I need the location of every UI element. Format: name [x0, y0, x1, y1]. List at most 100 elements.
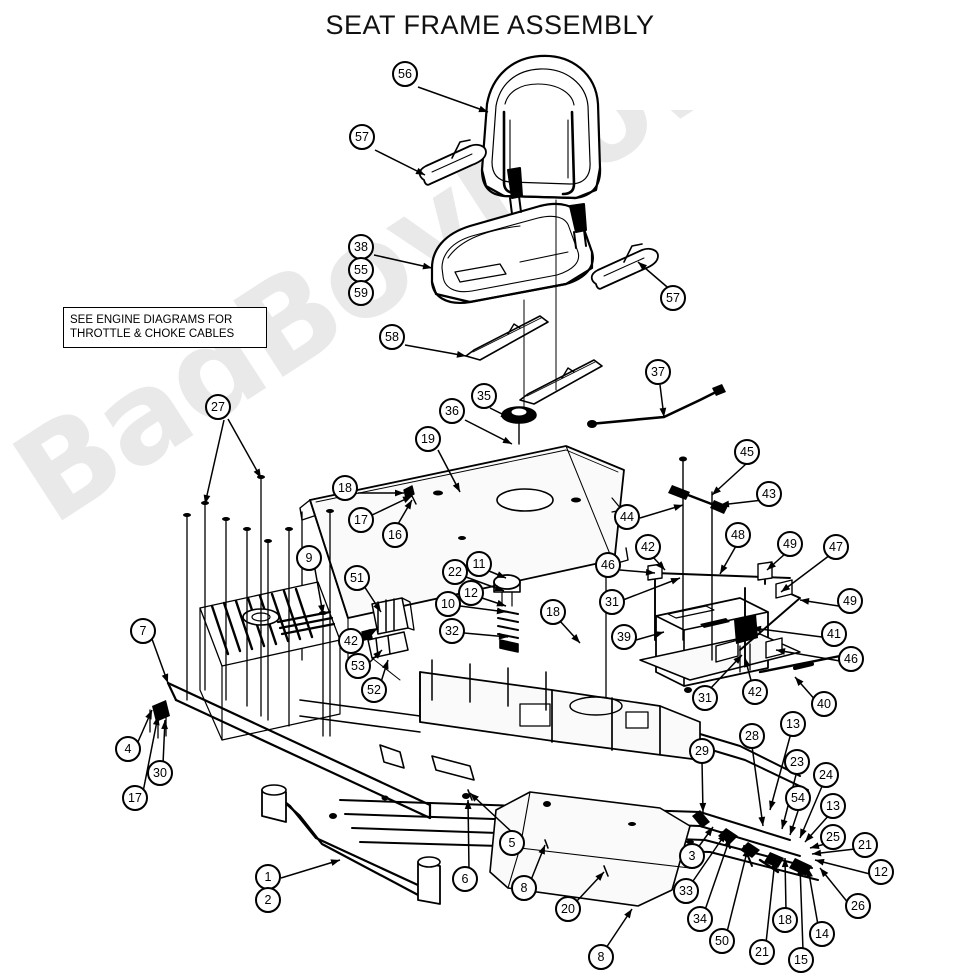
callout-bubble-41[interactable]: 41: [821, 621, 847, 647]
seat-slide-rail-right: [519, 359, 603, 405]
callout-bubble-31[interactable]: 31: [692, 685, 718, 711]
callout-bubble-20[interactable]: 20: [555, 896, 581, 922]
callout-bubble-52[interactable]: 52: [361, 677, 387, 703]
callout-bubble-11[interactable]: 11: [466, 551, 492, 577]
callout-bubble-6[interactable]: 6: [452, 866, 478, 892]
leader-arrowhead: [758, 816, 766, 826]
callout-bubble-49[interactable]: 49: [777, 531, 803, 557]
callout-bubble-3[interactable]: 3: [679, 843, 705, 869]
callout-bubble-35[interactable]: 35: [471, 383, 497, 409]
callout-bubble-32[interactable]: 32: [439, 618, 465, 644]
callout-bubble-2[interactable]: 2: [255, 887, 281, 913]
callout-bubble-42[interactable]: 42: [635, 534, 661, 560]
callout-bubble-34[interactable]: 34: [687, 906, 713, 932]
callout-bubble-42[interactable]: 42: [338, 628, 364, 654]
callout-bubble-57[interactable]: 57: [660, 285, 686, 311]
leader-arrowhead: [494, 584, 504, 592]
callout-bubble-16[interactable]: 16: [382, 522, 408, 548]
callout-bubble-12[interactable]: 12: [458, 580, 484, 606]
leader-line: [814, 859, 871, 875]
callout-bubble-55[interactable]: 55: [348, 257, 374, 283]
leader-line: [204, 419, 225, 505]
leader-arrowhead: [720, 500, 730, 508]
leader-arrowhead: [654, 631, 664, 638]
callout-bubble-7[interactable]: 7: [130, 618, 156, 644]
callout-bubble-58[interactable]: 58: [379, 324, 405, 350]
leader-arrowhead: [776, 648, 786, 655]
callout-bubble-24[interactable]: 24: [813, 762, 839, 788]
callout-bubble-25[interactable]: 25: [820, 824, 846, 850]
callout-bubble-12[interactable]: 12: [868, 859, 894, 885]
callout-bubble-46[interactable]: 46: [838, 646, 864, 672]
callout-bubble-28[interactable]: 28: [739, 723, 765, 749]
callout-bubble-13[interactable]: 13: [780, 711, 806, 737]
callout-bubble-14[interactable]: 14: [809, 921, 835, 947]
leader-arrowhead: [723, 838, 731, 848]
callout-bubble-38[interactable]: 38: [348, 234, 374, 260]
callout-bubble-43[interactable]: 43: [756, 481, 782, 507]
callout-bubble-29[interactable]: 29: [689, 738, 715, 764]
leader-arrowhead: [203, 494, 211, 504]
callout-bubble-21[interactable]: 21: [852, 832, 878, 858]
callout-bubble-47[interactable]: 47: [823, 534, 849, 560]
callout-bubble-44[interactable]: 44: [614, 504, 640, 530]
leader-line: [799, 865, 804, 951]
callout-bubble-37[interactable]: 37: [645, 359, 671, 385]
leader-arrowhead: [145, 710, 152, 720]
callout-bubble-46[interactable]: 46: [595, 552, 621, 578]
callout-bubble-53[interactable]: 53: [345, 653, 371, 679]
callout-bubble-27[interactable]: 27: [205, 394, 231, 420]
callout-bubble-40[interactable]: 40: [811, 691, 837, 717]
leader-arrowhead: [496, 571, 506, 578]
callout-bubble-30[interactable]: 30: [147, 760, 173, 786]
callout-bubble-45[interactable]: 45: [734, 439, 760, 465]
callout-bubble-17[interactable]: 17: [348, 507, 374, 533]
callout-bubble-9[interactable]: 9: [296, 545, 322, 571]
leader-arrowhead: [812, 849, 822, 857]
callout-bubble-23[interactable]: 23: [784, 749, 810, 775]
leader-arrowhead: [789, 825, 797, 835]
callout-bubble-51[interactable]: 51: [344, 565, 370, 591]
leader-arrowhead: [470, 793, 479, 802]
callout-bubble-10[interactable]: 10: [435, 591, 461, 617]
callout-bubble-5[interactable]: 5: [499, 830, 525, 856]
leader-line: [469, 792, 515, 835]
callout-bubble-54[interactable]: 54: [785, 785, 811, 811]
callout-bubble-17[interactable]: 17: [122, 785, 148, 811]
callout-bubble-13[interactable]: 13: [820, 793, 846, 819]
callout-bubble-26[interactable]: 26: [845, 893, 871, 919]
leader-arrowhead: [800, 828, 807, 838]
callout-bubble-19[interactable]: 19: [415, 426, 441, 452]
callout-bubble-36[interactable]: 36: [439, 398, 465, 424]
callout-bubble-18[interactable]: 18: [772, 907, 798, 933]
callout-bubble-15[interactable]: 15: [788, 947, 814, 973]
callout-bubble-18[interactable]: 18: [540, 599, 566, 625]
leader-arrowhead: [805, 833, 814, 842]
callout-bubble-57[interactable]: 57: [349, 124, 375, 150]
leader-line: [404, 344, 467, 357]
leader-arrowhead: [720, 564, 728, 574]
callout-bubble-4[interactable]: 4: [115, 736, 141, 762]
callout-bubble-42[interactable]: 42: [742, 679, 768, 705]
leader-arrowhead: [645, 568, 655, 576]
callout-bubble-56[interactable]: 56: [392, 61, 418, 87]
leader-arrowhead: [152, 716, 160, 726]
leader-line: [417, 86, 489, 113]
leader-arrowhead: [712, 486, 721, 495]
callout-bubble-31[interactable]: 31: [599, 589, 625, 615]
callout-bubble-33[interactable]: 33: [673, 878, 699, 904]
leader-arrowhead: [395, 489, 404, 497]
callout-bubble-50[interactable]: 50: [709, 928, 735, 954]
callout-bubble-39[interactable]: 39: [611, 624, 637, 650]
callout-bubble-8[interactable]: 8: [588, 944, 614, 970]
callout-bubble-49[interactable]: 49: [837, 588, 863, 614]
callout-bubble-48[interactable]: 48: [725, 522, 751, 548]
leader-arrowhead: [670, 578, 680, 585]
callout-bubble-21[interactable]: 21: [749, 939, 775, 965]
callout-bubble-18[interactable]: 18: [332, 475, 358, 501]
callout-bubble-59[interactable]: 59: [348, 280, 374, 306]
leader-line: [751, 745, 764, 827]
callout-bubble-8[interactable]: 8: [511, 875, 537, 901]
